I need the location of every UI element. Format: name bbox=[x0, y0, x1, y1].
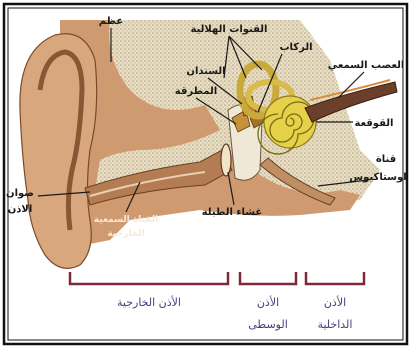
label-pinna-line1: صوان bbox=[6, 188, 34, 199]
region-brackets bbox=[70, 272, 364, 284]
label-bone: عظم bbox=[99, 16, 123, 27]
eardrum-shape bbox=[221, 144, 231, 176]
label-semicircular-canals: القنوات الهلالية bbox=[191, 24, 268, 35]
middle-ear-bracket bbox=[240, 272, 296, 284]
label-hammer: المطرقة bbox=[175, 86, 217, 97]
label-cochlea: القوقعة bbox=[355, 118, 394, 129]
label-ear-canal-line1: القناة السمعية bbox=[94, 215, 158, 225]
pinna bbox=[20, 34, 97, 269]
label-anvil: السندان bbox=[186, 66, 225, 77]
region-inner-ear-line2: الداخلية bbox=[318, 318, 353, 331]
label-stapes: الركاب bbox=[279, 42, 312, 53]
label-eustachian-line1: قناة bbox=[376, 154, 396, 165]
inner-ear-bracket bbox=[306, 272, 364, 284]
region-middle-ear-line1: الأذن bbox=[257, 295, 279, 309]
region-middle-ear-line2: الوسطى bbox=[248, 318, 288, 331]
label-ear-canal-line2: الخارجية bbox=[107, 229, 144, 239]
outer-ear-bracket bbox=[70, 272, 228, 284]
region-outer-ear: الأذن الخارجية bbox=[117, 295, 181, 309]
label-eardrum: غشاء الطبلة bbox=[202, 207, 263, 218]
label-auditory-nerve: العصب السمعي bbox=[328, 60, 405, 71]
label-pinna-line2: الاذن bbox=[8, 204, 33, 215]
label-eustachian-line2: اوستاكيوس bbox=[349, 172, 406, 183]
region-inner-ear-line1: الأذن bbox=[324, 295, 346, 309]
